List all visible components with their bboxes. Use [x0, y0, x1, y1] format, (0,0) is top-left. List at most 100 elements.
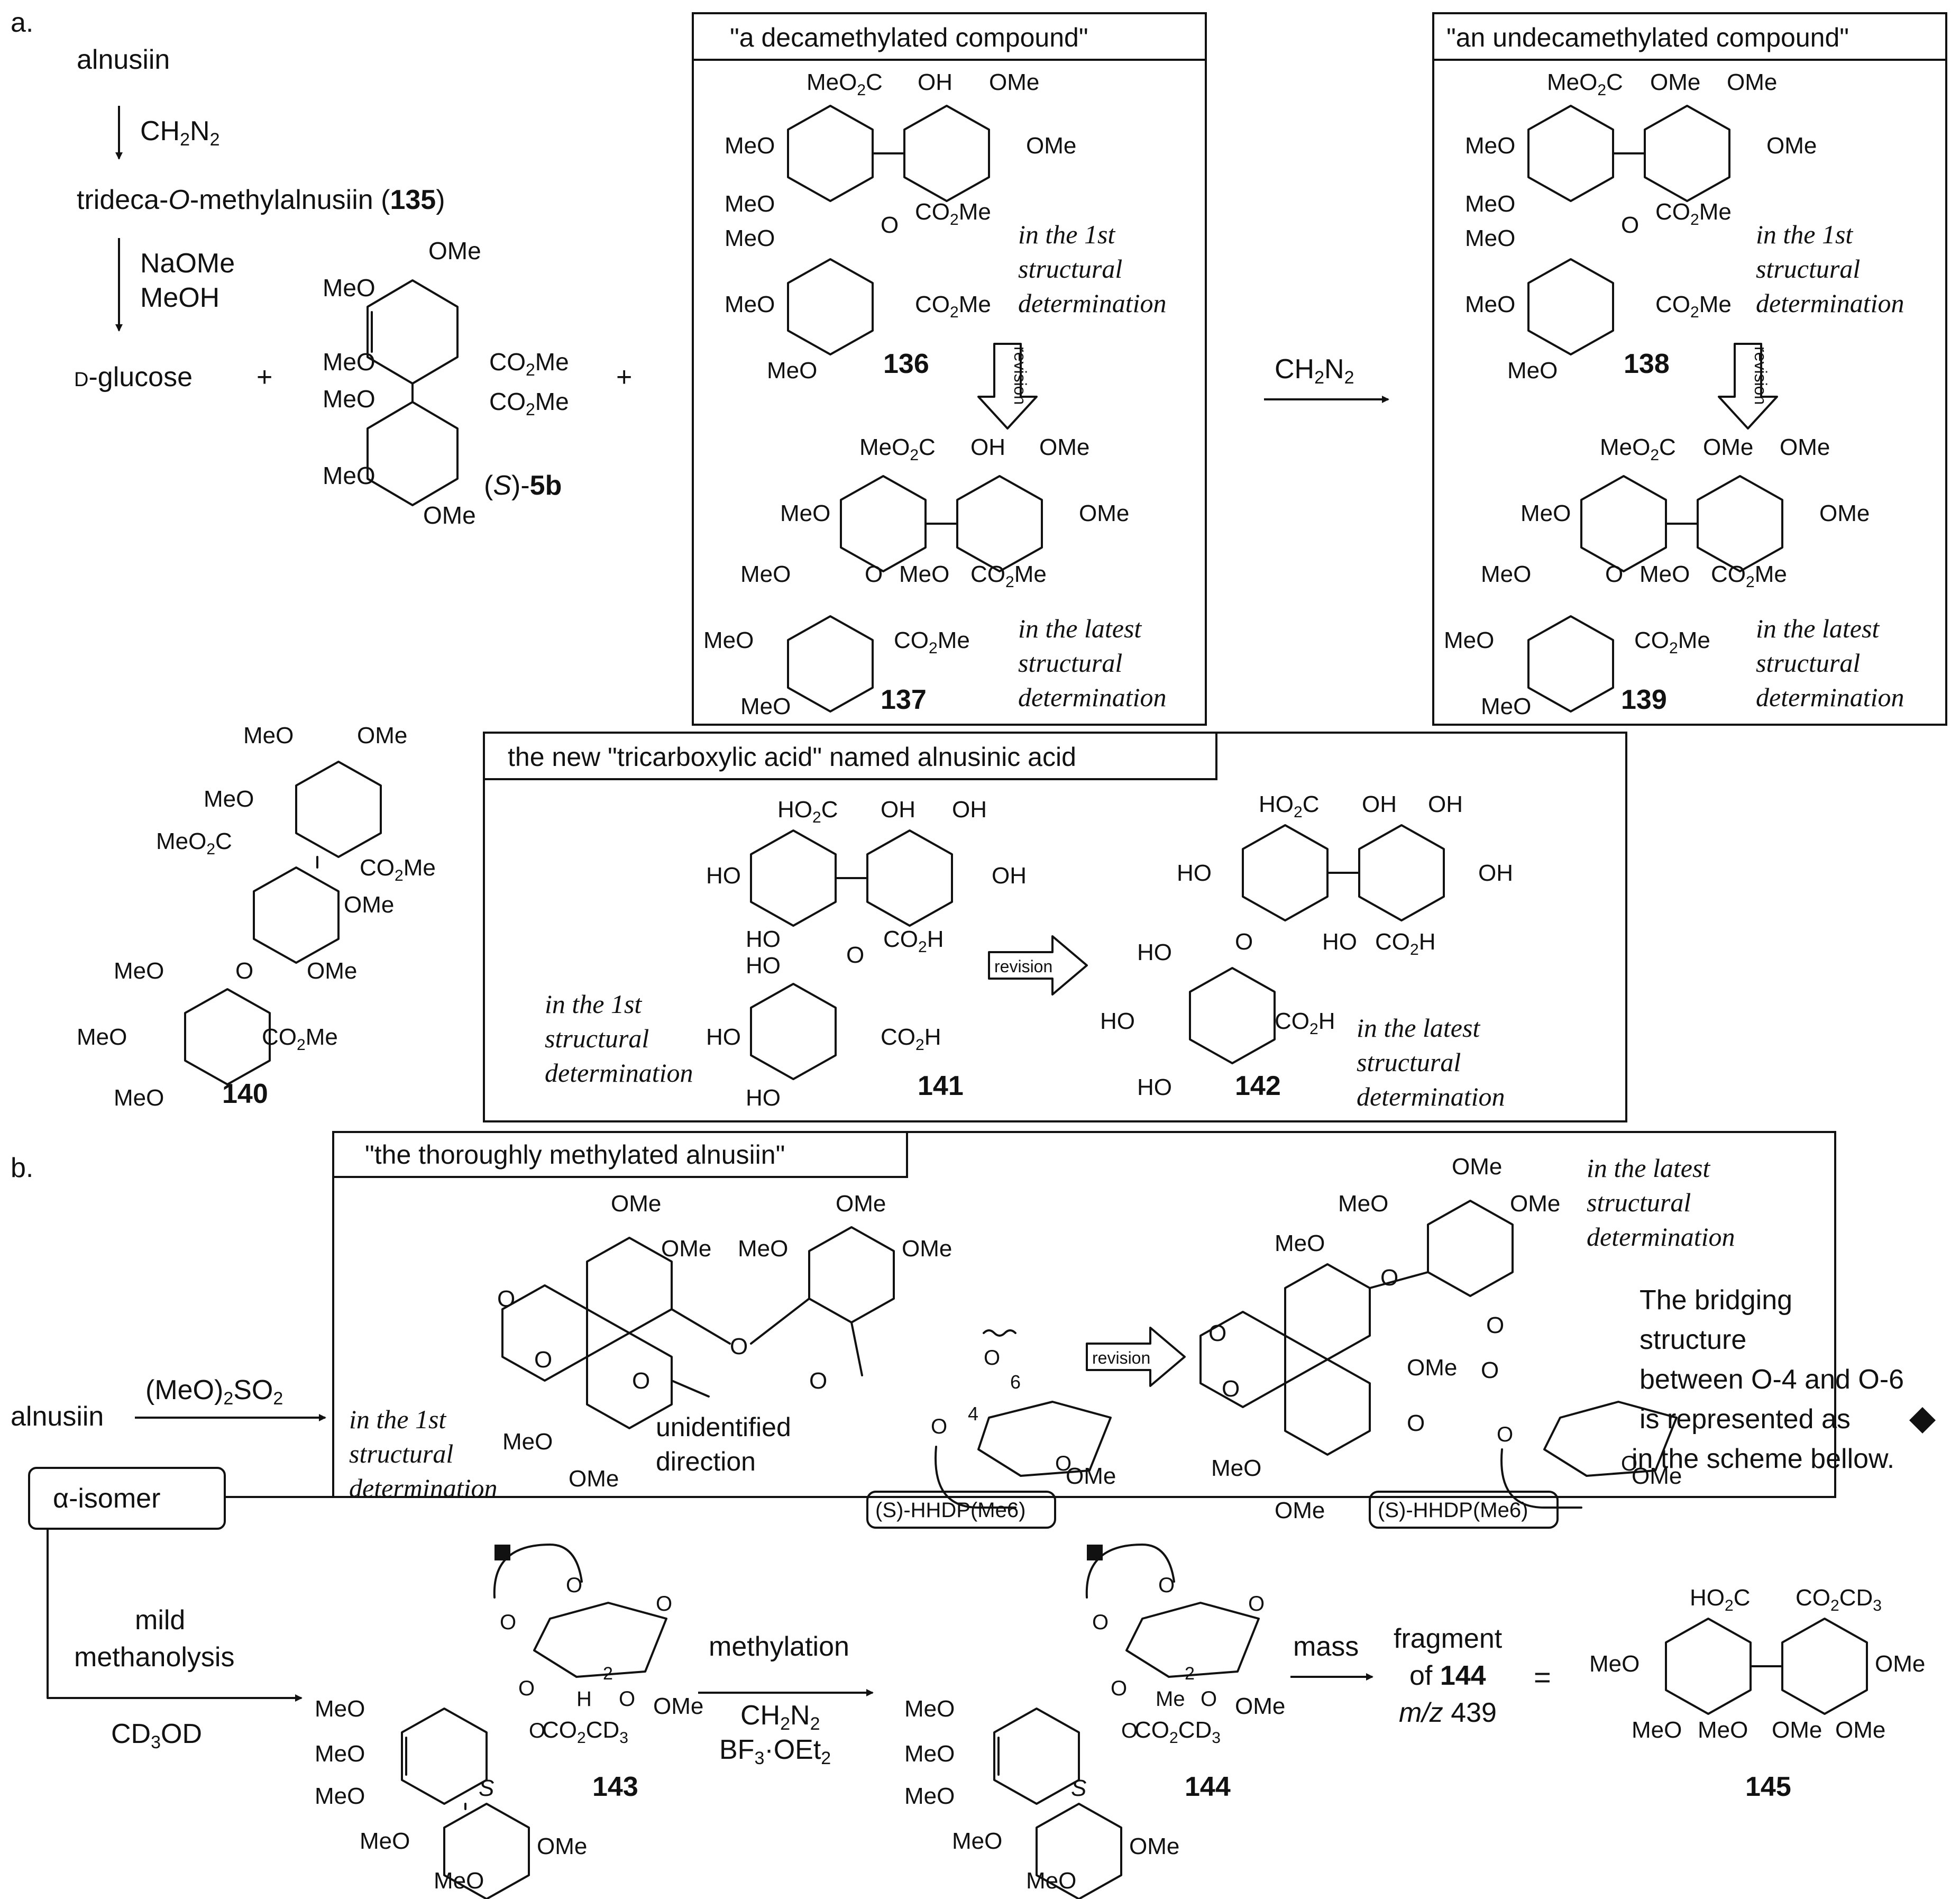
svg-text:O: O: [534, 1347, 552, 1373]
svg-text:MeO: MeO: [725, 225, 775, 251]
svg-text:MeO: MeO: [1640, 561, 1690, 587]
thoroughly-methylated-first-structure: OMe OMe MeO OMe OMe O O O O O MeO OMe O …: [497, 1191, 1116, 1509]
svg-text:HO: HO: [746, 926, 781, 952]
hhdp-box-first: [866, 1491, 1056, 1529]
svg-text:OMe: OMe: [611, 1191, 661, 1217]
equals-sign: =: [1534, 1660, 1551, 1694]
box-undecamethylated-title: "an undecamethylated compound": [1446, 23, 1849, 52]
svg-text:O: O: [1055, 1452, 1071, 1475]
svg-text:MeO: MeO: [323, 274, 375, 302]
svg-text:MeO: MeO: [1698, 1717, 1748, 1743]
fragment-label-l3: m/z 439: [1399, 1697, 1497, 1728]
svg-text:CO2CD3: CO2CD3: [1134, 1717, 1221, 1747]
svg-text:CO2Me: CO2Me: [970, 561, 1047, 591]
svg-text:O: O: [1158, 1574, 1175, 1597]
svg-text:O: O: [1121, 1719, 1138, 1742]
svg-text:O: O: [1497, 1423, 1513, 1446]
box-alnusinic-acid-title: the new "tricarboxylic acid" named alnus…: [508, 742, 1076, 772]
svg-text:MeO: MeO: [77, 1024, 127, 1050]
svg-text:HO2C: HO2C: [777, 797, 838, 826]
box-alnusinic-acid-title-frame: [483, 732, 1217, 780]
first-determination-141-l3: determination: [545, 1058, 693, 1088]
svg-text:MeO: MeO: [1481, 693, 1531, 719]
plus-sign-1: +: [257, 362, 272, 392]
svg-text:O: O: [809, 1368, 827, 1394]
svg-text:MeO2C: MeO2C: [1600, 434, 1676, 464]
svg-text:O: O: [846, 942, 864, 968]
first-determination-138-l1: in the 1st: [1756, 220, 1853, 249]
latest-determination-b-l2: structural: [1587, 1188, 1691, 1217]
svg-text:O: O: [1222, 1376, 1240, 1402]
svg-text:revision: revision: [1011, 346, 1030, 405]
svg-text:CO2Me: CO2Me: [915, 199, 991, 229]
svg-text:MeO: MeO: [725, 133, 775, 159]
svg-text:MeO: MeO: [243, 723, 294, 748]
svg-text:OH: OH: [992, 863, 1027, 889]
svg-text:CO2Me: CO2Me: [915, 291, 991, 321]
fragment-label-l1: fragment: [1394, 1623, 1503, 1654]
svg-text:MeO: MeO: [740, 561, 791, 587]
svg-text:O: O: [1235, 929, 1253, 955]
compound-142-label: 142: [1235, 1071, 1281, 1101]
svg-text:MeO: MeO: [1465, 225, 1515, 251]
svg-text:HO: HO: [746, 953, 781, 979]
reagent-bf3: BF3·OEt2: [719, 1734, 831, 1768]
svg-text:2: 2: [1185, 1664, 1195, 1684]
svg-text:CO2Me: CO2Me: [1655, 199, 1732, 229]
svg-text:OMe: OMe: [428, 237, 481, 264]
box-thoroughly-methylated-title: "the thoroughly methylated alnusiin": [365, 1140, 785, 1170]
svg-text:O: O: [632, 1368, 650, 1394]
latest-determination-139-l3: determination: [1756, 682, 1904, 712]
svg-text:OH: OH: [881, 797, 915, 823]
compound-136-structure: MeO2C OH OMe MeO OMe MeO O CO2Me MeO MeO…: [725, 69, 1076, 384]
svg-text:O: O: [619, 1687, 635, 1711]
svg-text:MeO: MeO: [1481, 561, 1531, 587]
svg-text:O: O: [518, 1677, 535, 1700]
compound-5b-structure: OMe MeO MeO CO2Me MeO CO2Me MeO OMe: [323, 237, 569, 529]
svg-text:2: 2: [603, 1664, 613, 1684]
latest-determination-139-l1: in the latest: [1756, 614, 1880, 643]
svg-text:MeO: MeO: [1338, 1191, 1388, 1217]
svg-text:MeO: MeO: [904, 1783, 955, 1809]
svg-text:MeO: MeO: [740, 693, 791, 719]
first-determination-136-l1: in the 1st: [1018, 220, 1115, 249]
svg-text:CO2Me: CO2Me: [262, 1024, 338, 1054]
svg-text:OH: OH: [1362, 791, 1397, 817]
hhdp-label-latest: (S)-HHDP(Me6): [1378, 1499, 1528, 1522]
svg-text:OMe: OMe: [1727, 69, 1777, 95]
hhdp-label-first: (S)-HHDP(Me6): [875, 1499, 1025, 1522]
unidentified-direction-l1: unidentified: [656, 1412, 791, 1442]
svg-text:OMe: OMe: [989, 69, 1039, 95]
svg-text:OMe: OMe: [1129, 1833, 1179, 1859]
compound-137-structure: MeO2C OH OMe MeO OMe O MeO CO2Me MeO MeO…: [703, 434, 1129, 719]
svg-text:revision: revision: [1092, 1348, 1150, 1367]
latest-determination-b-l1: in the latest: [1587, 1153, 1710, 1183]
svg-text:OMe: OMe: [1766, 133, 1817, 159]
first-determination-138-l2: structural: [1756, 254, 1860, 284]
compound-135-label: trideca-O-methylalnusiin (135): [77, 185, 445, 215]
svg-text:CO2Me: CO2Me: [489, 388, 569, 419]
svg-text:MeO: MeO: [1444, 627, 1494, 653]
svg-text:O: O: [1111, 1677, 1127, 1700]
svg-text:CO2H: CO2H: [881, 1024, 941, 1054]
compound-137-label: 137: [881, 684, 927, 715]
svg-text:CO2H: CO2H: [1275, 1008, 1335, 1038]
svg-text:MeO: MeO: [767, 358, 817, 384]
svg-text:O: O: [1481, 1357, 1499, 1383]
svg-text:HO: HO: [1177, 860, 1212, 886]
plus-sign-2: +: [616, 362, 632, 392]
svg-text:OMe: OMe: [1650, 69, 1700, 95]
first-determination-138-l3: determination: [1756, 288, 1904, 318]
svg-text:OMe: OMe: [1703, 434, 1753, 460]
revision-arrow-b: revision: [1086, 1327, 1186, 1387]
svg-text:MeO: MeO: [434, 1868, 484, 1894]
svg-text:OMe: OMe: [1510, 1191, 1560, 1217]
hhdp-box-latest: [1369, 1491, 1559, 1529]
svg-text:MeO: MeO: [703, 627, 754, 653]
svg-text:revision: revision: [1751, 346, 1770, 405]
compound-143-label: 143: [592, 1772, 638, 1802]
compound-138-structure: MeO2C OMe OMe MeO OMe MeO O CO2Me MeO Me…: [1465, 69, 1817, 384]
svg-text:OMe: OMe: [1275, 1498, 1325, 1523]
svg-text:O: O: [1621, 212, 1639, 238]
svg-text:MeO2C: MeO2C: [859, 434, 936, 464]
